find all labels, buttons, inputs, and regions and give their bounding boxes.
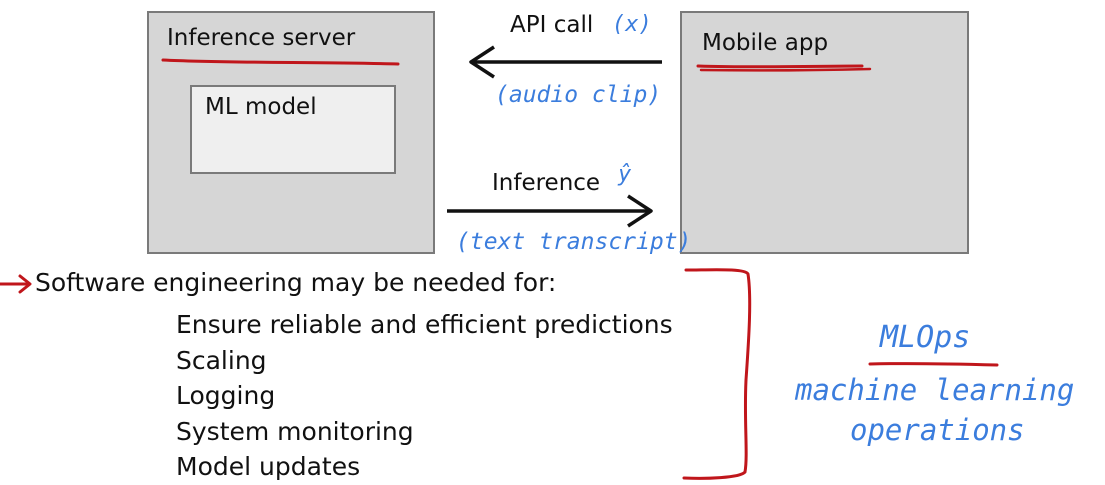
software-engineering-list: Ensure reliable and efficient prediction… xyxy=(176,307,673,485)
list-item: System monitoring xyxy=(176,416,414,446)
mobile-title-underline xyxy=(696,64,872,72)
api-input-symbol: (x) xyxy=(612,12,652,37)
inference-server-title: Inference server xyxy=(167,25,356,51)
ml-model-label: ML model xyxy=(205,94,317,120)
list-item: Model updates xyxy=(176,452,361,481)
mlops-subtitle-line1: machine learning xyxy=(795,373,1075,407)
mobile-app-box: Mobile app xyxy=(680,11,969,254)
inference-label: Inference xyxy=(492,170,601,196)
response-arrow xyxy=(447,194,653,228)
api-call-label: API call xyxy=(510,12,594,38)
audio-clip-annotation: (audio clip) xyxy=(495,82,662,108)
request-arrow xyxy=(469,45,662,79)
list-item: Scaling xyxy=(176,345,267,375)
software-engineering-heading: Software engineering may be needed for: xyxy=(35,268,557,297)
mobile-app-title: Mobile app xyxy=(702,30,829,56)
server-title-underline xyxy=(161,58,400,66)
list-brace xyxy=(682,268,752,480)
prediction-symbol: ŷ xyxy=(618,162,632,187)
list-item: Ensure reliable and efficient prediction… xyxy=(176,310,673,339)
pointer-arrow-icon xyxy=(0,274,32,294)
mlops-underline xyxy=(868,362,999,367)
mlops-subtitle-line2: operations xyxy=(850,413,1025,447)
list-item: Logging xyxy=(176,381,276,410)
text-transcript-annotation: (text transcript) xyxy=(456,229,692,255)
ml-model-box: ML model xyxy=(190,85,396,174)
mlops-title: MLOps xyxy=(880,320,971,355)
inference-server-box: Inference server ML model xyxy=(147,11,435,254)
